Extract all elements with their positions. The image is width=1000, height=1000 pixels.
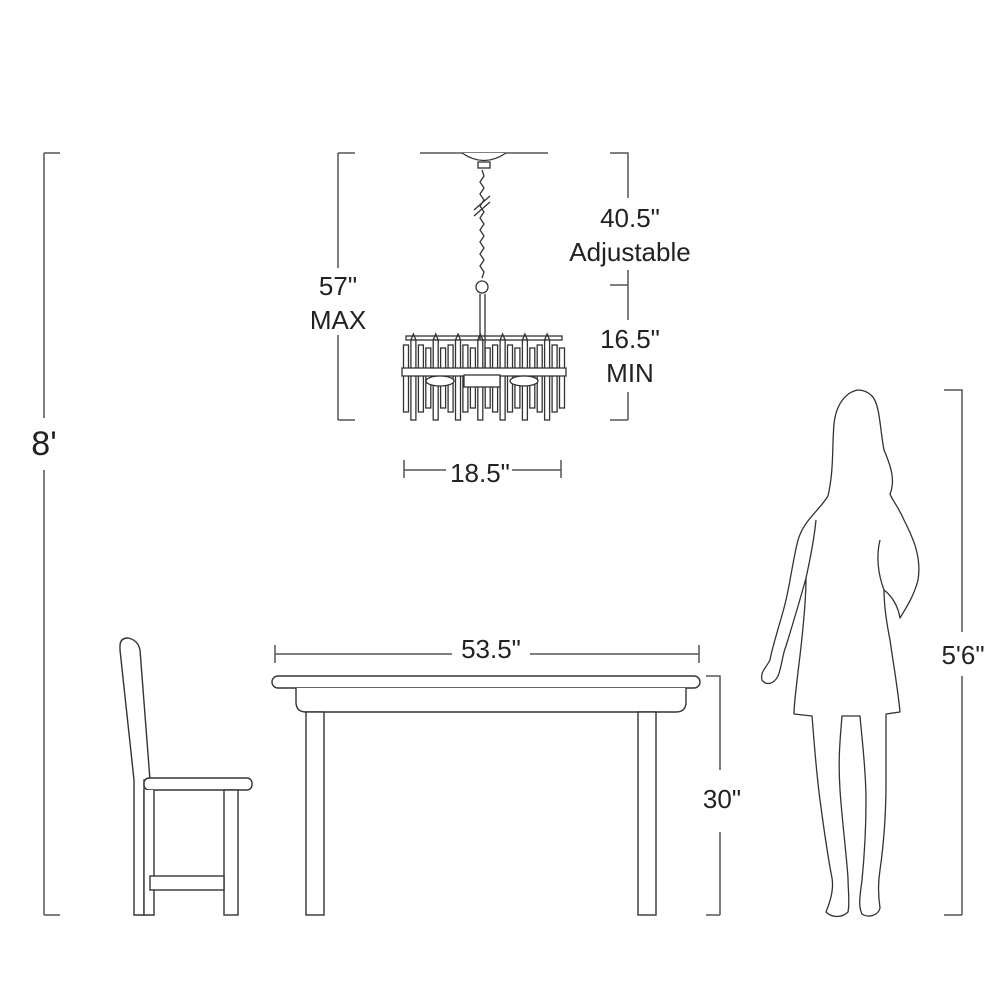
person-height-label: 5'6": [941, 640, 985, 670]
table-length-dimension-line: [274, 645, 700, 663]
chain-note-label: Adjustable: [569, 237, 691, 267]
crystal-rod: [543, 339, 551, 421]
table-height-label: 30": [702, 784, 742, 814]
dining-table-drawing: [271, 675, 701, 916]
crystal-rod: [536, 344, 543, 413]
crystal-tip: [432, 332, 439, 341]
table-length-label: 53.5": [461, 634, 521, 664]
crystal-tip: [410, 332, 417, 341]
fixture-width-label: 18.5": [450, 458, 510, 488]
fixture-width-dimension-line: [403, 460, 562, 478]
person-silhouette-drawing: [760, 389, 920, 918]
crystal-tip: [544, 332, 551, 341]
ceiling-height-label: 8': [31, 425, 57, 463]
crystal-rod: [499, 339, 506, 421]
chain-value-label: 40.5": [600, 203, 660, 233]
crystal-rod: [402, 344, 410, 413]
fixture-min-note-label: MIN: [606, 358, 654, 388]
crystal-rod: [551, 344, 558, 413]
ceiling-height-dimension-line: [43, 152, 60, 916]
fixture-max-note-label: MAX: [309, 305, 367, 335]
fixture-max-dimension-line: [337, 152, 355, 421]
crystal-rod: [410, 339, 417, 421]
crystal-tip: [499, 332, 506, 341]
table-height-dimension-line: [706, 675, 721, 916]
crystal-tip: [477, 332, 484, 341]
crystal-rod: [558, 347, 566, 409]
crystal-tip: [454, 332, 462, 341]
chandelier-drawing: [401, 152, 567, 421]
fixture-min-value-label: 16.5": [600, 324, 660, 354]
fixture-min-dimension-line: [610, 285, 629, 421]
fixture-max-value-label: 57": [318, 271, 358, 301]
dining-chair-drawing: [119, 637, 253, 916]
person-height-dimension-line: [944, 389, 963, 916]
chain-length-dimension-line: [610, 152, 629, 286]
crystal-rod: [417, 344, 425, 413]
crystal-tip: [521, 332, 528, 341]
crystal-rod: [454, 339, 462, 421]
